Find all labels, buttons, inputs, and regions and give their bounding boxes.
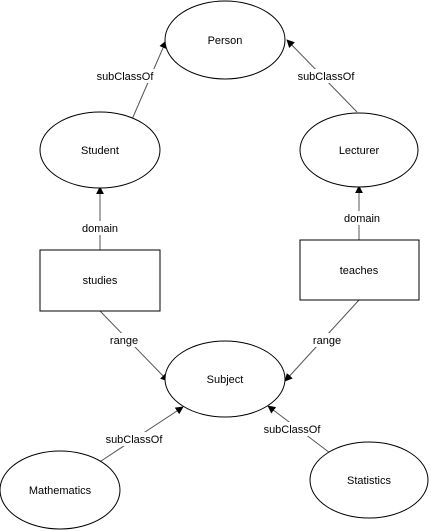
node-studies-label: studies bbox=[83, 275, 118, 287]
node-lecturer-label: Lecturer bbox=[339, 145, 380, 157]
node-statistics[interactable]: Statistics bbox=[309, 441, 429, 519]
edge-label-teaches-subject: range bbox=[313, 335, 341, 347]
edge-label-mathematics-subject: subClassOf bbox=[106, 434, 164, 446]
edge-labels: subClassOf subClassOf domain domain rang… bbox=[78, 69, 382, 446]
node-student[interactable]: Student bbox=[39, 111, 161, 189]
node-teaches[interactable]: teaches bbox=[299, 239, 420, 301]
node-person[interactable]: Person bbox=[164, 0, 286, 80]
node-student-label: Student bbox=[81, 145, 119, 157]
node-teaches-label: teaches bbox=[340, 265, 379, 277]
edge-label-statistics-subject: subClassOf bbox=[264, 424, 322, 436]
edge-label-studies-student: domain bbox=[82, 223, 118, 235]
node-subject[interactable]: Subject bbox=[164, 340, 286, 418]
node-studies[interactable]: studies bbox=[39, 249, 161, 312]
node-person-label: Person bbox=[208, 35, 243, 47]
node-lecturer[interactable]: Lecturer bbox=[299, 112, 419, 188]
node-mathematics-label: Mathematics bbox=[29, 485, 92, 497]
edge-label-teaches-lecturer: domain bbox=[344, 213, 380, 225]
edge-label-student-person: subClassOf bbox=[97, 71, 155, 83]
node-statistics-label: Statistics bbox=[347, 475, 392, 487]
node-mathematics[interactable]: Mathematics bbox=[0, 450, 121, 530]
node-subject-label: Subject bbox=[207, 374, 244, 386]
edge-label-lecturer-person: subClassOf bbox=[298, 71, 356, 83]
edge-label-studies-subject: range bbox=[110, 335, 138, 347]
